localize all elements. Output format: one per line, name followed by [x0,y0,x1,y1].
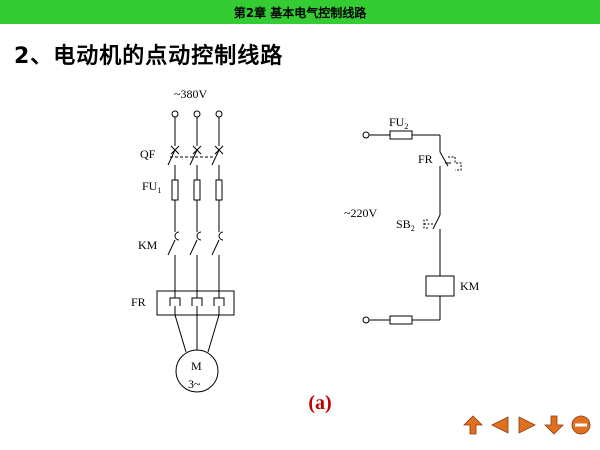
arrow-down-icon[interactable] [543,414,565,436]
motor-label: M [191,359,202,373]
control-terminal-bottom [362,316,370,324]
chapter-title: 第2章 基本电气控制线路 [233,5,367,20]
slide-navigation [462,414,592,436]
breaker-qf-label: QF [140,147,156,161]
minus-circle-icon[interactable] [570,414,592,436]
fuse-fu2-symbol [389,130,413,140]
motor-symbol [175,349,219,393]
coil-km-symbol [425,275,455,297]
control-circuit [362,130,462,325]
arrow-left-icon[interactable] [489,414,511,436]
relay-fr-nc-contact [439,151,462,215]
pushbutton-sb2 [423,214,441,276]
pushbutton-sb2-label: SB2 [396,217,415,233]
breaker-qf-symbol [167,145,224,166]
chapter-header-bar: 第2章 基本电气控制线路 [0,0,600,24]
thermal-relay-fr-symbol [156,290,235,316]
fuse-fu1-label: FU1 [142,179,161,195]
control-terminal-top [362,131,370,139]
figure-caption: (a) [308,392,332,414]
main-circuit [156,110,235,393]
supply-voltage-label: ~380V [174,87,207,101]
fuse-fu1-symbol [171,179,223,201]
coil-km-label: KM [460,279,480,293]
relay-fr-contact-label: FR [418,152,433,166]
terminal-l3 [215,110,223,118]
terminal-l1 [171,110,179,118]
control-voltage-label: ~220V [344,206,377,220]
contactor-km-main-contacts [167,231,224,256]
arrow-up-icon[interactable] [462,414,484,436]
page-title: 2、电动机的点动控制线路 [14,44,284,69]
motor-phase-label: 3~ [188,377,201,391]
thermal-relay-fr-label: FR [131,295,146,309]
fuse-fu2-label: FU2 [389,115,408,131]
terminal-l2 [193,110,201,118]
fuse-bottom-symbol [389,315,413,325]
contactor-km-label: KM [138,238,158,252]
arrow-right-icon[interactable] [516,414,538,436]
